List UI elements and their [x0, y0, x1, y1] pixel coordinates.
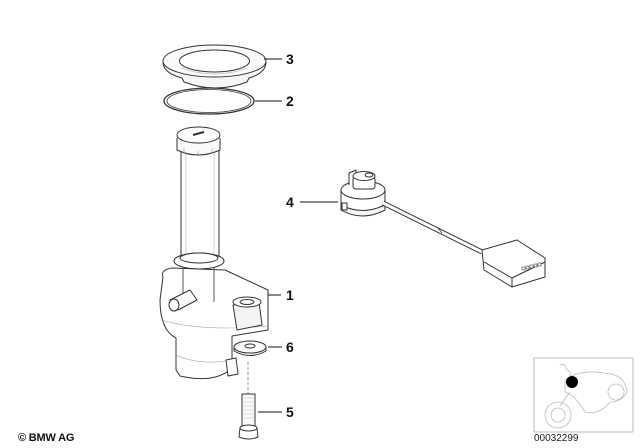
o-ring-part[interactable] [163, 87, 255, 115]
bolt-part[interactable] [238, 393, 259, 440]
diagram-id: 00032299 [534, 433, 579, 444]
locator-thumbnail [533, 357, 634, 433]
callout-6[interactable]: 6 [286, 339, 294, 355]
callout-3[interactable]: 3 [286, 51, 294, 67]
cover-ring-part[interactable] [162, 44, 267, 89]
location-marker-icon [566, 376, 578, 388]
callout-5[interactable]: 5 [286, 404, 294, 420]
callout-1[interactable]: 1 [286, 287, 294, 303]
leader-lines [255, 58, 338, 413]
copyright-label: © BMW AG [18, 432, 75, 444]
callout-2[interactable]: 2 [286, 93, 294, 109]
housing-part[interactable] [159, 126, 269, 380]
ignition-switch-part[interactable] [340, 169, 546, 288]
callout-4[interactable]: 4 [286, 194, 294, 210]
washer-part[interactable] [233, 340, 267, 356]
